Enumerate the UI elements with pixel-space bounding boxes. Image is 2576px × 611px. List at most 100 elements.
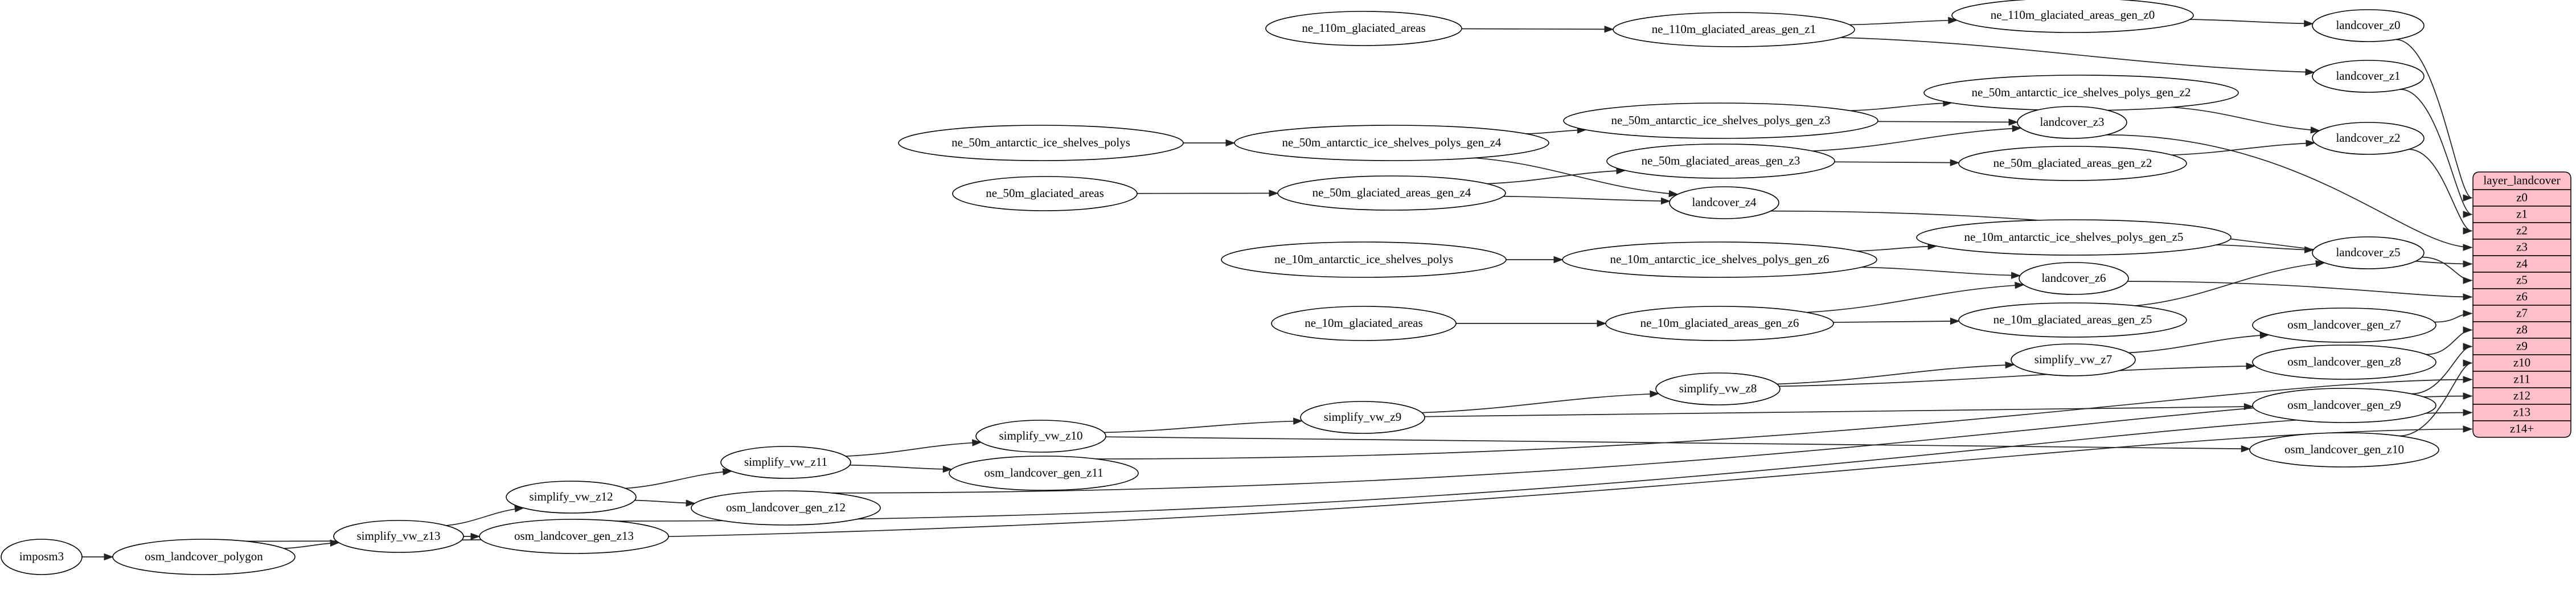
node-simplify_vw_z13[interactable]: simplify_vw_z13	[333, 520, 464, 553]
node-ne_10m_glaciated_areas[interactable]: ne_10m_glaciated_areas	[1271, 306, 1457, 341]
node-simplify_vw_z7[interactable]: simplify_vw_z7	[2011, 343, 2136, 376]
node-label: ne_50m_glaciated_areas_gen_z4	[1312, 186, 1471, 199]
table-row-cell[interactable]	[2472, 387, 2571, 405]
edge-osm_landcover_gen_z8-to-table-row-8	[2426, 329, 2472, 355]
node-ne_50m_antarctic_ice_shelves_polys_gen_z2[interactable]: ne_50m_antarctic_ice_shelves_polys_gen_z…	[1923, 75, 2239, 111]
node-osm_landcover_gen_z12[interactable]: osm_landcover_gen_z12	[691, 490, 881, 526]
edge-arrowhead	[1950, 317, 1960, 325]
node-shape	[1958, 146, 2187, 181]
edge-arrowhead	[2463, 244, 2473, 251]
node-label: ne_50m_antarctic_ice_shelves_polys	[951, 136, 1130, 149]
edge-arrowhead	[1597, 319, 1607, 327]
node-label: ne_10m_antarctic_ice_shelves_polys_gen_z…	[1610, 252, 1830, 266]
edge-arrowhead	[2241, 445, 2251, 453]
table-row-label: z14+	[2510, 421, 2534, 435]
edge-ne_110m_glaciated_areas_gen_z1-to-ne_110m_glaciated_areas_gen_z0	[1849, 19, 1957, 26]
node-landcover_z3[interactable]: landcover_z3	[2017, 106, 2127, 139]
table-row-cell[interactable]	[2472, 321, 2571, 339]
node-ne_110m_glaciated_areas_gen_z1[interactable]: ne_110m_glaciated_areas_gen_z1	[1613, 12, 1855, 47]
node-label: osm_landcover_gen_z7	[2287, 318, 2401, 331]
node-simplify_vw_z10[interactable]: simplify_vw_z10	[975, 420, 1106, 453]
node-ne_50m_glaciated_areas_gen_z4[interactable]: ne_50m_glaciated_areas_gen_z4	[1277, 175, 1506, 211]
node-osm_landcover_polygon[interactable]: osm_landcover_polygon	[112, 539, 296, 575]
edge-arrowhead	[2315, 260, 2325, 268]
edge-ne_10m_antarctic_ice_shelves_polys_gen_z6-to-ne_10m_antarctic_ice_shelves_polys_gen_z5	[1856, 245, 1937, 252]
node-shape	[1958, 302, 2187, 338]
edge-arrowhead	[686, 499, 696, 507]
node-osm_landcover_gen_z11[interactable]: osm_landcover_gen_z11	[949, 456, 1139, 491]
node-label: ne_10m_glaciated_areas	[1305, 316, 1423, 330]
node-ne_10m_antarctic_ice_shelves_polys_gen_z6[interactable]: ne_10m_antarctic_ice_shelves_polys_gen_z…	[1562, 241, 1877, 278]
table-row-cell[interactable]	[2472, 239, 2571, 256]
node-landcover_z4[interactable]: landcover_z4	[1669, 186, 1779, 219]
edge-arrowhead	[942, 465, 953, 473]
table-row-cell[interactable]	[2472, 272, 2571, 289]
node-ne_110m_glaciated_areas[interactable]: ne_110m_glaciated_areas	[1265, 11, 1462, 46]
node-label: landcover_z5	[2336, 245, 2400, 259]
node-osm_landcover_gen_z13[interactable]: osm_landcover_gen_z13	[479, 519, 669, 554]
edge-arrowhead	[2463, 260, 2473, 268]
node-label: simplify_vw_z8	[1679, 382, 1757, 395]
edge-arrowhead	[2005, 361, 2015, 369]
node-landcover_z2[interactable]: landcover_z2	[2312, 122, 2425, 155]
edge-ne_50m_antarctic_ice_shelves_polys_gen_z4-to-ne_50m_antarctic_ice_shelves_polys_gen_z3	[1526, 129, 1586, 134]
table-row-label: z6	[2516, 289, 2528, 303]
table-row-cell[interactable]	[2472, 420, 2571, 438]
table-row-cell[interactable]	[2472, 288, 2571, 306]
node-shape	[1277, 175, 1506, 211]
node-label: ne_10m_glaciated_areas_gen_z5	[1993, 313, 2152, 326]
node-landcover_z1[interactable]: landcover_z1	[2312, 60, 2425, 93]
edge-arrowhead	[2463, 343, 2473, 350]
node-osm_landcover_gen_z10[interactable]: osm_landcover_gen_z10	[2249, 432, 2439, 468]
node-shape	[1234, 125, 1549, 161]
node-shape	[2252, 345, 2436, 380]
node-ne_50m_antarctic_ice_shelves_polys_gen_z4[interactable]: ne_50m_antarctic_ice_shelves_polys_gen_z…	[1234, 125, 1549, 161]
edge-arrowhead	[2246, 362, 2256, 370]
table-row-cell[interactable]	[2472, 255, 2571, 273]
node-ne_10m_antarctic_ice_shelves_polys[interactable]: ne_10m_antarctic_ice_shelves_polys	[1221, 241, 1507, 278]
node-shape	[1265, 11, 1462, 46]
node-label: osm_landcover_gen_z13	[514, 529, 634, 543]
edge-ne_50m_glaciated_areas_gen_z4-to-landcover_z4	[1503, 195, 1670, 202]
node-landcover_z6[interactable]: landcover_z6	[2019, 262, 2129, 295]
node-ne_50m_glaciated_areas_gen_z2[interactable]: ne_50m_glaciated_areas_gen_z2	[1958, 146, 2187, 181]
edge-ne_50m_antarctic_ice_shelves_polys_gen_z3-to-landcover_z3	[1877, 121, 2018, 123]
node-osm_landcover_gen_z8[interactable]: osm_landcover_gen_z8	[2252, 345, 2436, 380]
node-label: imposm3	[19, 550, 64, 563]
node-osm_landcover_gen_z7[interactable]: osm_landcover_gen_z7	[2252, 307, 2436, 343]
node-imposm3[interactable]: imposm3	[1, 539, 83, 575]
edge-ne_50m_antarctic_ice_shelves_polys_gen_z3-to-ne_50m_antarctic_ice_shelves_polys_gen_z2	[1850, 102, 1952, 112]
table-row-cell[interactable]	[2472, 222, 2571, 240]
node-ne_50m_antarctic_ice_shelves_polys_gen_z3[interactable]: ne_50m_antarctic_ice_shelves_polys_gen_z…	[1563, 102, 1878, 139]
node-landcover_z0[interactable]: landcover_z0	[2312, 9, 2425, 42]
node-ne_110m_glaciated_areas_gen_z0[interactable]: ne_110m_glaciated_areas_gen_z0	[1951, 0, 2194, 33]
node-ne_50m_antarctic_ice_shelves_polys[interactable]: ne_50m_antarctic_ice_shelves_polys	[898, 125, 1184, 161]
node-ne_10m_glaciated_areas_gen_z6[interactable]: ne_10m_glaciated_areas_gen_z6	[1605, 306, 1834, 341]
node-ne_10m_glaciated_areas_gen_z5[interactable]: ne_10m_glaciated_areas_gen_z5	[1958, 302, 2187, 338]
table-row-cell[interactable]	[2472, 338, 2571, 355]
node-shape	[1563, 102, 1878, 139]
node-simplify_vw_z11[interactable]: simplify_vw_z11	[720, 446, 851, 479]
node-shape	[112, 539, 296, 575]
edge-arrowhead	[2008, 118, 2019, 126]
table-row-cell[interactable]	[2472, 206, 2571, 223]
node-label: osm_landcover_gen_z10	[2284, 442, 2404, 456]
edge-osm_landcover_gen_z11-to-table-row-11	[1096, 379, 2472, 460]
node-simplify_vw_z8[interactable]: simplify_vw_z8	[1655, 372, 1781, 405]
node-shape	[1916, 219, 2232, 256]
node-simplify_vw_z9[interactable]: simplify_vw_z9	[1300, 401, 1425, 434]
node-ne_10m_antarctic_ice_shelves_polys_gen_z5[interactable]: ne_10m_antarctic_ice_shelves_polys_gen_z…	[1916, 219, 2232, 256]
node-shape	[2252, 388, 2436, 423]
node-ne_50m_glaciated_areas[interactable]: ne_50m_glaciated_areas	[952, 176, 1138, 211]
node-shape	[2312, 122, 2425, 155]
node-ne_50m_glaciated_areas_gen_z3[interactable]: ne_50m_glaciated_areas_gen_z3	[1606, 143, 1835, 179]
node-landcover_z5[interactable]: landcover_z5	[2312, 236, 2425, 269]
node-simplify_vw_z12[interactable]: simplify_vw_z12	[506, 481, 637, 514]
table-row-label: z8	[2516, 322, 2528, 336]
table-row-cell[interactable]	[2472, 189, 2571, 207]
table-row-cell[interactable]	[2472, 371, 2571, 388]
edge-ne_50m_antarctic_ice_shelves_polys_gen_z4-to-landcover_z4	[1475, 157, 1678, 195]
node-shape	[333, 520, 464, 553]
node-osm_landcover_gen_z9[interactable]: osm_landcover_gen_z9	[2252, 388, 2436, 423]
